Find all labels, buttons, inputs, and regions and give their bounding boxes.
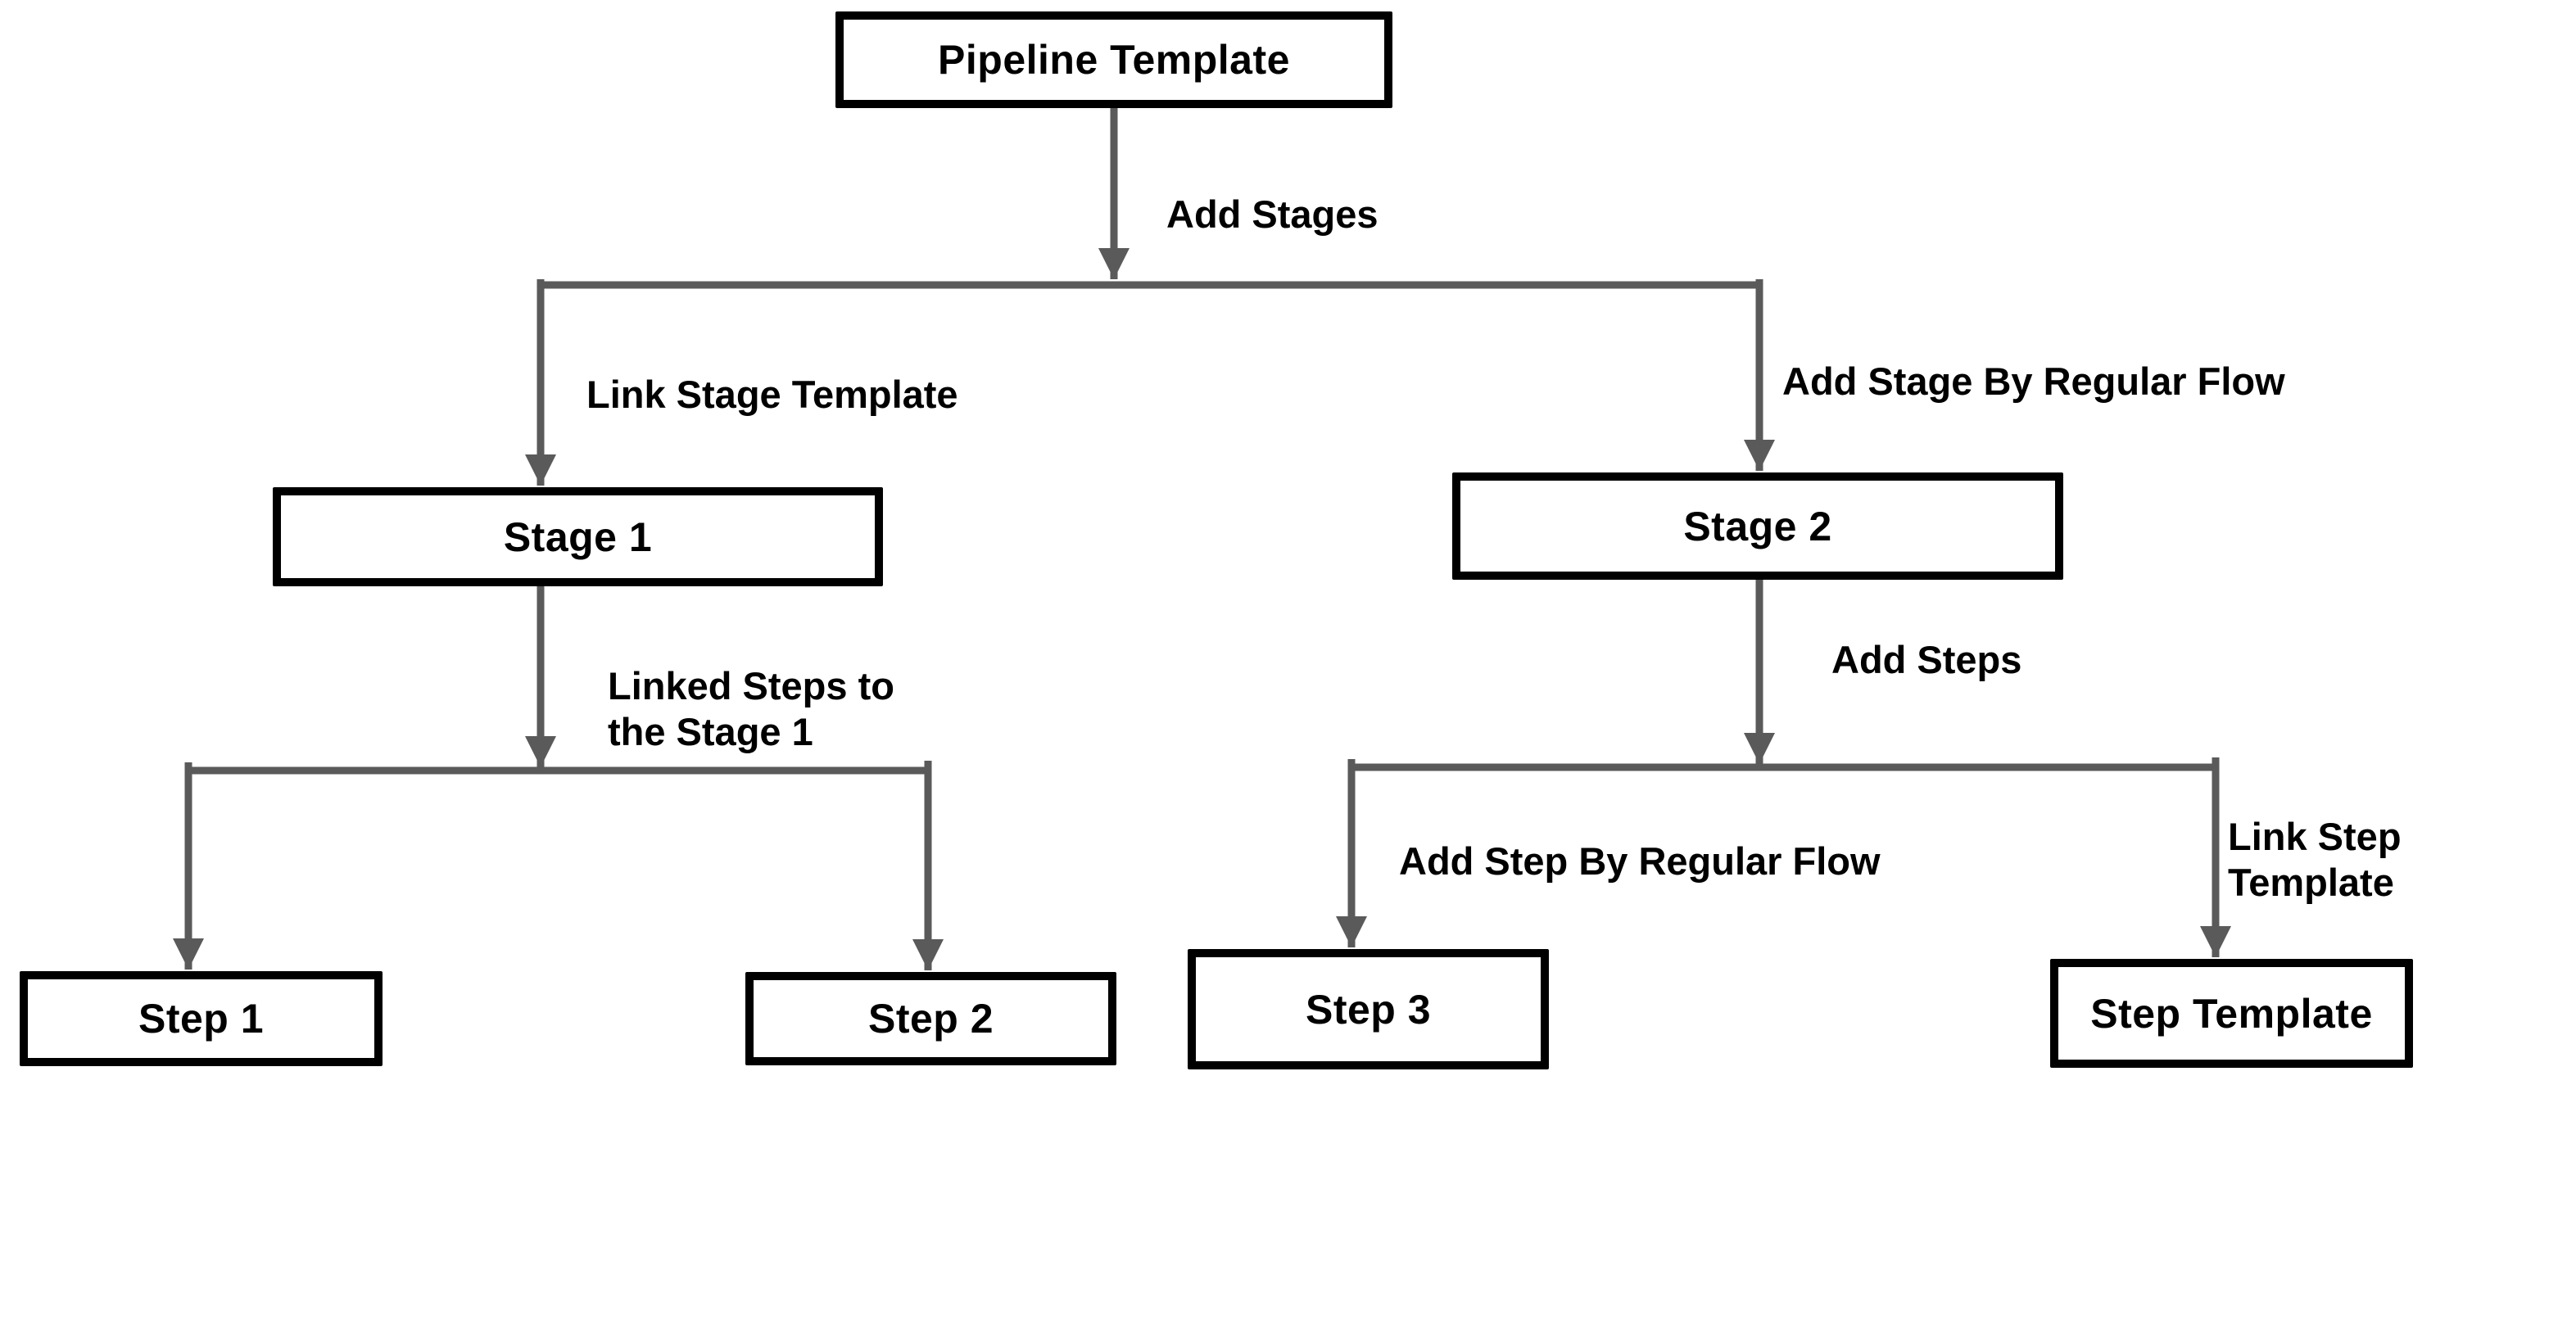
- node-step-2[interactable]: Step 2: [745, 972, 1116, 1065]
- edge-label-add-step-by-regular-flow: Add Step By Regular Flow: [1399, 839, 1881, 883]
- node-step-1[interactable]: Step 1: [20, 971, 383, 1066]
- node-step-1-label: Step 1: [138, 996, 265, 1042]
- edge-label-link-stage-template: Link Stage Template: [586, 373, 958, 416]
- node-step-3[interactable]: Step 3: [1188, 949, 1549, 1069]
- edge-label-add-stages: Add Stages: [1166, 192, 1379, 236]
- node-step-template[interactable]: Step Template: [2050, 959, 2413, 1068]
- edge-label-add-stage-by-regular-flow: Add Stage By Regular Flow: [1782, 359, 2285, 403]
- edge-label-add-steps: Add Steps: [1831, 638, 2022, 681]
- edge-label-linked-steps-to-the-stage-1: Linked Steps to the Stage 1: [608, 664, 894, 753]
- node-stage-2[interactable]: Stage 2: [1452, 472, 2063, 580]
- node-stage-1-label: Stage 1: [503, 513, 653, 560]
- node-step-2-label: Step 2: [867, 996, 994, 1042]
- node-pipeline-template-label: Pipeline Template: [938, 37, 1290, 83]
- edge-label-link-step-template: Link Step Template: [2228, 815, 2402, 904]
- node-step-template-label: Step Template: [2090, 990, 2373, 1037]
- node-stage-1[interactable]: Stage 1: [273, 487, 883, 586]
- node-pipeline-template[interactable]: Pipeline Template: [835, 11, 1392, 108]
- node-stage-2-label: Stage 2: [1683, 503, 1832, 549]
- node-step-3-label: Step 3: [1305, 986, 1432, 1033]
